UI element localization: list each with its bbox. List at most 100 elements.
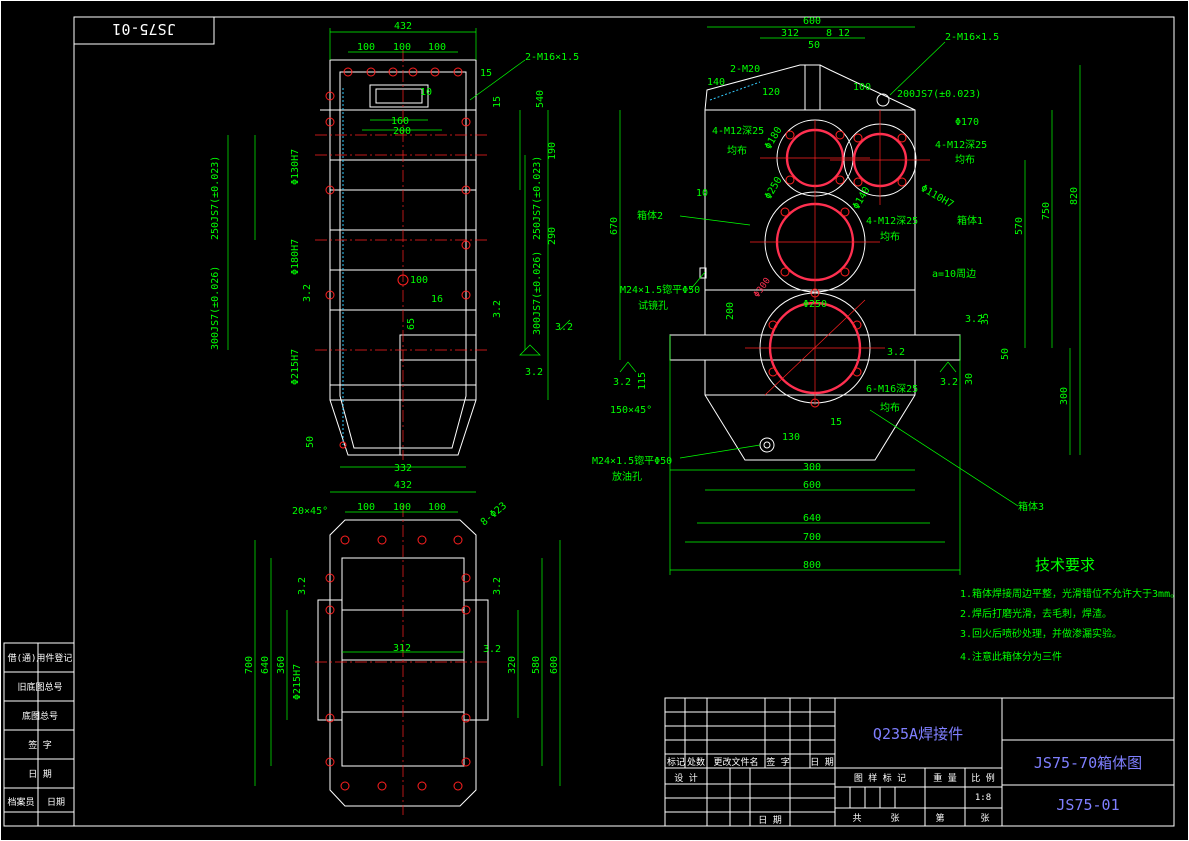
dim-label: 570 bbox=[1014, 217, 1025, 235]
dim-label: 640 bbox=[803, 513, 821, 524]
weld-label: a=10周边 bbox=[932, 268, 976, 280]
diameter-label: Φ250 bbox=[763, 175, 785, 201]
dim-label: 100 bbox=[357, 42, 375, 53]
side-table-cell: 日 期 bbox=[28, 769, 51, 780]
dim-label: 160 bbox=[391, 116, 409, 127]
side-table-cell: 签 字 bbox=[28, 739, 51, 751]
dim-label: 360 bbox=[276, 656, 287, 674]
bolt-label: 6-M16深25 bbox=[866, 383, 918, 395]
side-table-cell: 日期 bbox=[47, 797, 65, 808]
dim-label: 10 bbox=[696, 188, 708, 199]
fit-label: 250JS7(±0.023) bbox=[532, 156, 543, 240]
dim-label: 10 bbox=[420, 87, 432, 98]
drain-name: 放油孔 bbox=[612, 470, 642, 483]
info-label: 重 量 bbox=[933, 772, 956, 784]
dim-label: 50 bbox=[808, 40, 820, 51]
fit-label: Φ215H7 bbox=[290, 349, 301, 385]
material-text: Q235A焊接件 bbox=[873, 725, 963, 743]
sheet-label: 张 bbox=[980, 813, 989, 824]
side-table-cell: 旧底图总号 bbox=[17, 681, 62, 693]
date-label: 日 期 bbox=[758, 815, 781, 826]
dim-label: 190 bbox=[547, 142, 558, 160]
dim-label: 540 bbox=[535, 90, 546, 108]
fit-label: Φ130H7 bbox=[290, 149, 301, 185]
diameter-label: Φ180 bbox=[763, 125, 785, 151]
dim-label: 100 bbox=[357, 502, 375, 513]
dim-label: 312 bbox=[393, 643, 411, 654]
dim-label: 290 bbox=[547, 227, 558, 245]
info-label: 比 例 bbox=[971, 772, 994, 784]
dim-label: 700 bbox=[244, 656, 255, 674]
dim-label: 16 bbox=[431, 294, 443, 305]
scale-value: 1:8 bbox=[975, 793, 991, 803]
title-row-label: 处数 bbox=[687, 756, 705, 768]
stamp-code: JS75-01 bbox=[112, 20, 175, 38]
dim-label: 820 bbox=[1069, 187, 1080, 205]
dim-label: 800 bbox=[803, 560, 821, 571]
title-row-label: 更改文件名 bbox=[713, 756, 758, 768]
info-label: 图 样 标 记 bbox=[854, 772, 906, 784]
designer-label: 设 计 bbox=[674, 772, 697, 784]
dim-label: 432 bbox=[394, 21, 412, 32]
front-view: 432 100 100 100 15 10 160 200 332 100 16… bbox=[210, 21, 579, 474]
fit-label: Φ180H7 bbox=[290, 239, 301, 275]
dim-label: 580 bbox=[531, 656, 542, 674]
title-row-label: 签 字 bbox=[766, 756, 789, 768]
dim-label: 8 bbox=[826, 28, 832, 39]
stamp-box bbox=[73, 16, 215, 45]
title-row-label: 日 期 bbox=[810, 757, 833, 768]
dim-label: 15 bbox=[830, 417, 842, 428]
roughness-mark: 3.2 bbox=[940, 377, 958, 388]
title-row-label: 标记 bbox=[667, 756, 685, 768]
dim-label: 100 bbox=[410, 275, 428, 286]
side-view: 600 312 50 8 12 140 2-M20 120 100 2-M16×… bbox=[592, 16, 1081, 575]
chamfer-label: 20×45° bbox=[292, 506, 328, 517]
dim-label: 12 bbox=[838, 28, 850, 39]
diameter-label: Φ300 bbox=[752, 276, 773, 300]
fit-label: 250JS7(±0.023) bbox=[210, 156, 221, 240]
dim-label: 600 bbox=[803, 16, 821, 27]
diameter-label: Φ140 bbox=[851, 185, 873, 211]
dim-label: 320 bbox=[507, 656, 518, 674]
dim-label: 600 bbox=[803, 480, 821, 491]
dim-label: 300 bbox=[1059, 387, 1070, 405]
thread-label: 2-M16×1.5 bbox=[525, 52, 579, 63]
chamfer-label: 150×45° bbox=[610, 405, 652, 416]
hole-label: 8-Φ23 bbox=[479, 501, 509, 529]
dim-label: 115 bbox=[637, 372, 648, 390]
bolt-label: 4-M12深25 bbox=[866, 215, 918, 227]
part-label: 箱体2 bbox=[637, 209, 663, 222]
dim-label: 120 bbox=[762, 87, 780, 98]
side-table-cell: 档案员 bbox=[7, 796, 34, 808]
dim-label: 35 bbox=[980, 313, 991, 325]
fit-label: Φ110H7 bbox=[919, 183, 956, 211]
roughness-mark: 3.2 bbox=[483, 644, 501, 655]
tech-item: 4.注意此箱体分为三件 bbox=[960, 650, 1062, 663]
dim-label: 130 bbox=[782, 432, 800, 443]
thread-label: 2-M16×1.5 bbox=[945, 32, 999, 43]
bolt-label: 4-M12深25 bbox=[712, 125, 764, 137]
roughness-mark: 3.2 bbox=[555, 322, 573, 333]
dim-label: 332 bbox=[394, 463, 412, 474]
dim-label: 50 bbox=[1000, 348, 1011, 360]
tech-item: 1.箱体焊接周边平整，光滑错位不允许大于3mm。 bbox=[960, 587, 1180, 600]
roughness-mark: 3.2 bbox=[525, 367, 543, 378]
roughness-mark: 3.2 bbox=[965, 314, 983, 325]
dim-label: 640 bbox=[260, 656, 271, 674]
sheet-label: 第 bbox=[935, 812, 944, 824]
side-table-cell: 借(通)用件登记 bbox=[8, 652, 73, 664]
dim-label: 670 bbox=[609, 217, 620, 235]
bolt-label: 4-M12深25 bbox=[935, 139, 987, 151]
test-hole-label: M24×1.5锪平Φ50 bbox=[620, 283, 700, 296]
drain-label: M24×1.5锪平Φ50 bbox=[592, 454, 672, 467]
dim-label: 100 bbox=[428, 42, 446, 53]
tech-item: 2.焊后打磨光滑，去毛刺，焊渣。 bbox=[960, 607, 1112, 620]
diameter-label: Φ170 bbox=[955, 117, 979, 128]
dim-label: 300 bbox=[803, 462, 821, 473]
even-label: 均布 bbox=[880, 231, 900, 243]
drawing-name: JS75-70箱体图 bbox=[1034, 754, 1142, 772]
dim-label: 100 bbox=[853, 82, 871, 93]
even-label: 均布 bbox=[727, 145, 747, 157]
part-label: 箱体1 bbox=[957, 214, 983, 227]
